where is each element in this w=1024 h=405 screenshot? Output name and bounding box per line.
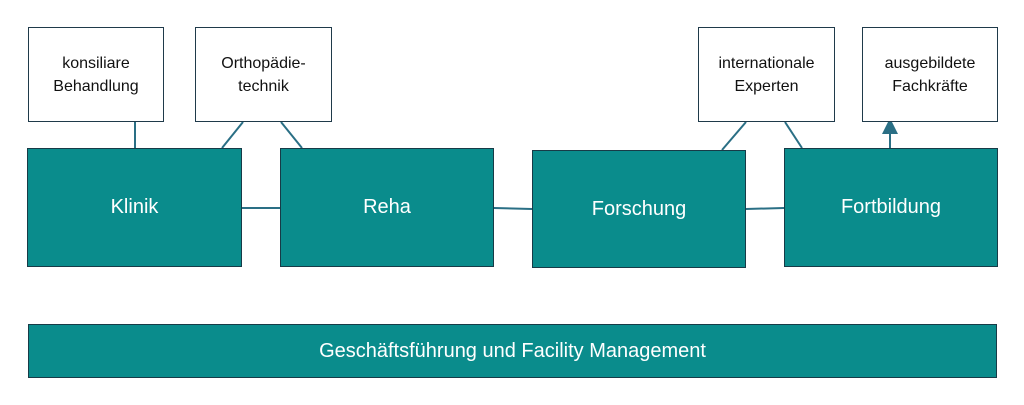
note-orthopaedietechnik: Orthopädie- technik [195, 27, 332, 122]
note-konsiliare-behandlung: konsiliare Behandlung [28, 27, 164, 122]
box-forschung: Forschung [532, 150, 746, 268]
note-ausgebildete-fachkraefte: ausgebildete Fachkräfte [862, 27, 998, 122]
box-fortbildung: Fortbildung [784, 148, 998, 267]
note-experten-label: internationale Experten [718, 54, 815, 95]
connector-orthopaedie-reha [280, 121, 303, 149]
box-reha: Reha [280, 148, 494, 267]
connector-experten-fortbildung [784, 121, 803, 149]
note-orthopaedie-label: Orthopädie- technik [221, 54, 306, 95]
note-internationale-experten: internationale Experten [698, 27, 835, 122]
connector-forschung-fortbildung [745, 207, 785, 210]
box-klinik: Klinik [27, 148, 242, 267]
box-forschung-label: Forschung [591, 197, 687, 220]
note-konsiliare-label: konsiliare Behandlung [53, 54, 139, 95]
connector-orthopaedie-klinik [221, 121, 244, 149]
connector-experten-forschung [721, 121, 747, 151]
note-fachkraefte-label: ausgebildete Fachkräfte [884, 54, 976, 95]
box-reha-label: Reha [363, 196, 411, 218]
bar-geschaeftsfuehrung: Geschäftsführung und Facility Management [28, 324, 997, 378]
box-klinik-label: Klinik [110, 196, 159, 218]
box-fortbildung-label: Fortbildung [840, 196, 942, 218]
connector-reha-forschung [493, 207, 533, 210]
bar-geschaeftsfuehrung-label: Geschäftsführung und Facility Management [319, 339, 706, 362]
